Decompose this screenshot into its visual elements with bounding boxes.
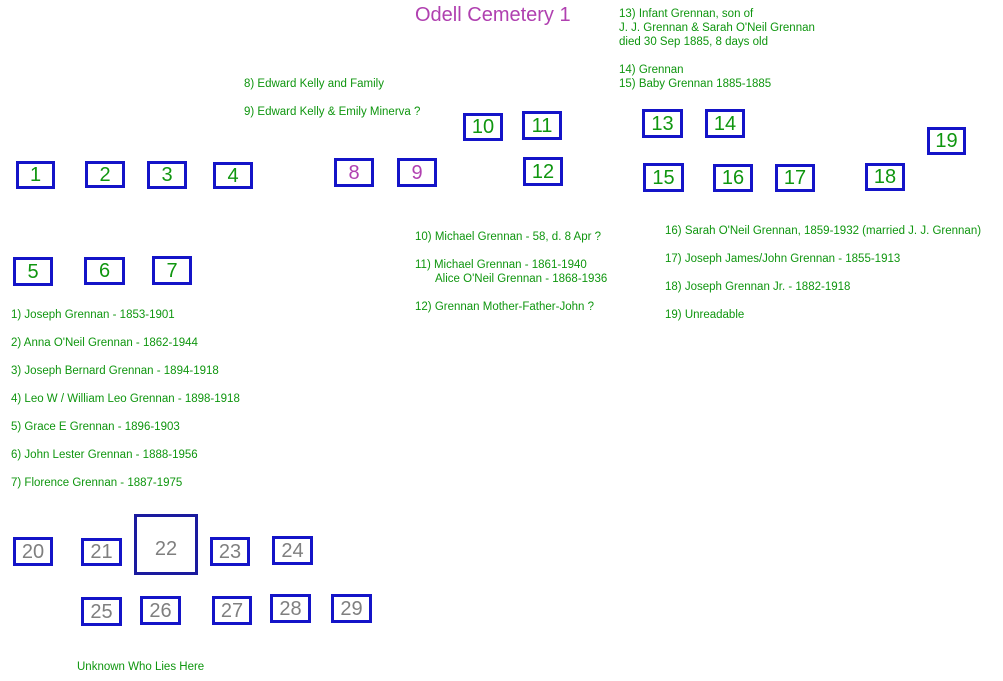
note-3: 3) Joseph Bernard Grennan - 1894-1918 [11, 365, 219, 377]
note-unknown: Unknown Who Lies Here [77, 661, 205, 673]
plot-11[interactable]: 11 [522, 111, 562, 140]
plot-18[interactable]: 18 [865, 163, 905, 191]
plot-15[interactable]: 15 [643, 163, 684, 192]
note-11: 11) Michael Grennan - 1861-1940 Alice O'… [415, 258, 607, 286]
plot-26[interactable]: 26 [140, 596, 181, 625]
plot-16[interactable]: 16 [713, 164, 753, 192]
note-9: 9) Edward Kelly & Emily Minerva ? [244, 106, 421, 118]
plot-19[interactable]: 19 [927, 127, 966, 155]
note-13-line3: died 30 Sep 1885, 8 days old [619, 36, 768, 48]
note-13: 13) Infant Grennan, son of J. J. Grennan… [619, 7, 815, 49]
note-18: 18) Joseph Grennan Jr. - 1882-1918 [665, 281, 851, 293]
note-16: 16) Sarah O'Neil Grennan, 1859-1932 (mar… [665, 225, 982, 237]
plot-2[interactable]: 2 [85, 161, 125, 188]
plot-14[interactable]: 14 [705, 109, 745, 138]
plot-28[interactable]: 28 [270, 594, 311, 623]
note-13-line2: J. J. Grennan & Sarah O'Neil Grennan [619, 22, 815, 34]
plot-27[interactable]: 27 [212, 596, 252, 625]
note-4: 4) Leo W / William Leo Grennan - 1898-19… [11, 393, 240, 405]
plot-9[interactable]: 9 [397, 158, 437, 187]
plot-23[interactable]: 23 [210, 537, 250, 566]
note-2: 2) Anna O'Neil Grennan - 1862-1944 [11, 337, 198, 349]
note-17: 17) Joseph James/John Grennan - 1855-191… [665, 253, 901, 265]
plot-13[interactable]: 13 [642, 109, 683, 138]
plot-22[interactable]: 22 [134, 514, 198, 575]
note-1: 1) Joseph Grennan - 1853-1901 [11, 309, 175, 321]
note-12: 12) Grennan Mother-Father-John ? [415, 301, 594, 313]
note-6: 6) John Lester Grennan - 1888-1956 [11, 449, 198, 461]
plot-25[interactable]: 25 [81, 597, 122, 626]
note-13-line1: 13) Infant Grennan, son of [619, 8, 754, 20]
note-14: 14) Grennan [619, 64, 684, 76]
plot-20[interactable]: 20 [13, 537, 53, 566]
note-5: 5) Grace E Grennan - 1896-1903 [11, 421, 180, 433]
note-10: 10) Michael Grennan - 58, d. 8 Apr ? [415, 231, 602, 243]
plot-12[interactable]: 12 [523, 157, 563, 186]
plot-21[interactable]: 21 [81, 538, 122, 566]
note-15: 15) Baby Grennan 1885-1885 [619, 78, 772, 90]
plot-8[interactable]: 8 [334, 158, 374, 187]
plot-10[interactable]: 10 [463, 113, 503, 141]
plot-5[interactable]: 5 [13, 257, 53, 286]
plot-7[interactable]: 7 [152, 256, 192, 285]
page-title: Odell Cemetery 1 [415, 4, 571, 26]
plot-1[interactable]: 1 [16, 161, 55, 189]
plot-6[interactable]: 6 [84, 257, 125, 285]
note-19: 19) Unreadable [665, 309, 745, 321]
note-7: 7) Florence Grennan - 1887-1975 [11, 477, 183, 489]
plot-24[interactable]: 24 [272, 536, 313, 565]
plot-4[interactable]: 4 [213, 162, 253, 189]
plot-29[interactable]: 29 [331, 594, 372, 623]
plot-3[interactable]: 3 [147, 161, 187, 189]
plot-17[interactable]: 17 [775, 164, 815, 192]
note-11-line2: Alice O'Neil Grennan - 1868-1936 [435, 273, 608, 285]
note-11-line1: 11) Michael Grennan - 1861-1940 [415, 259, 587, 271]
note-8: 8) Edward Kelly and Family [244, 78, 384, 90]
